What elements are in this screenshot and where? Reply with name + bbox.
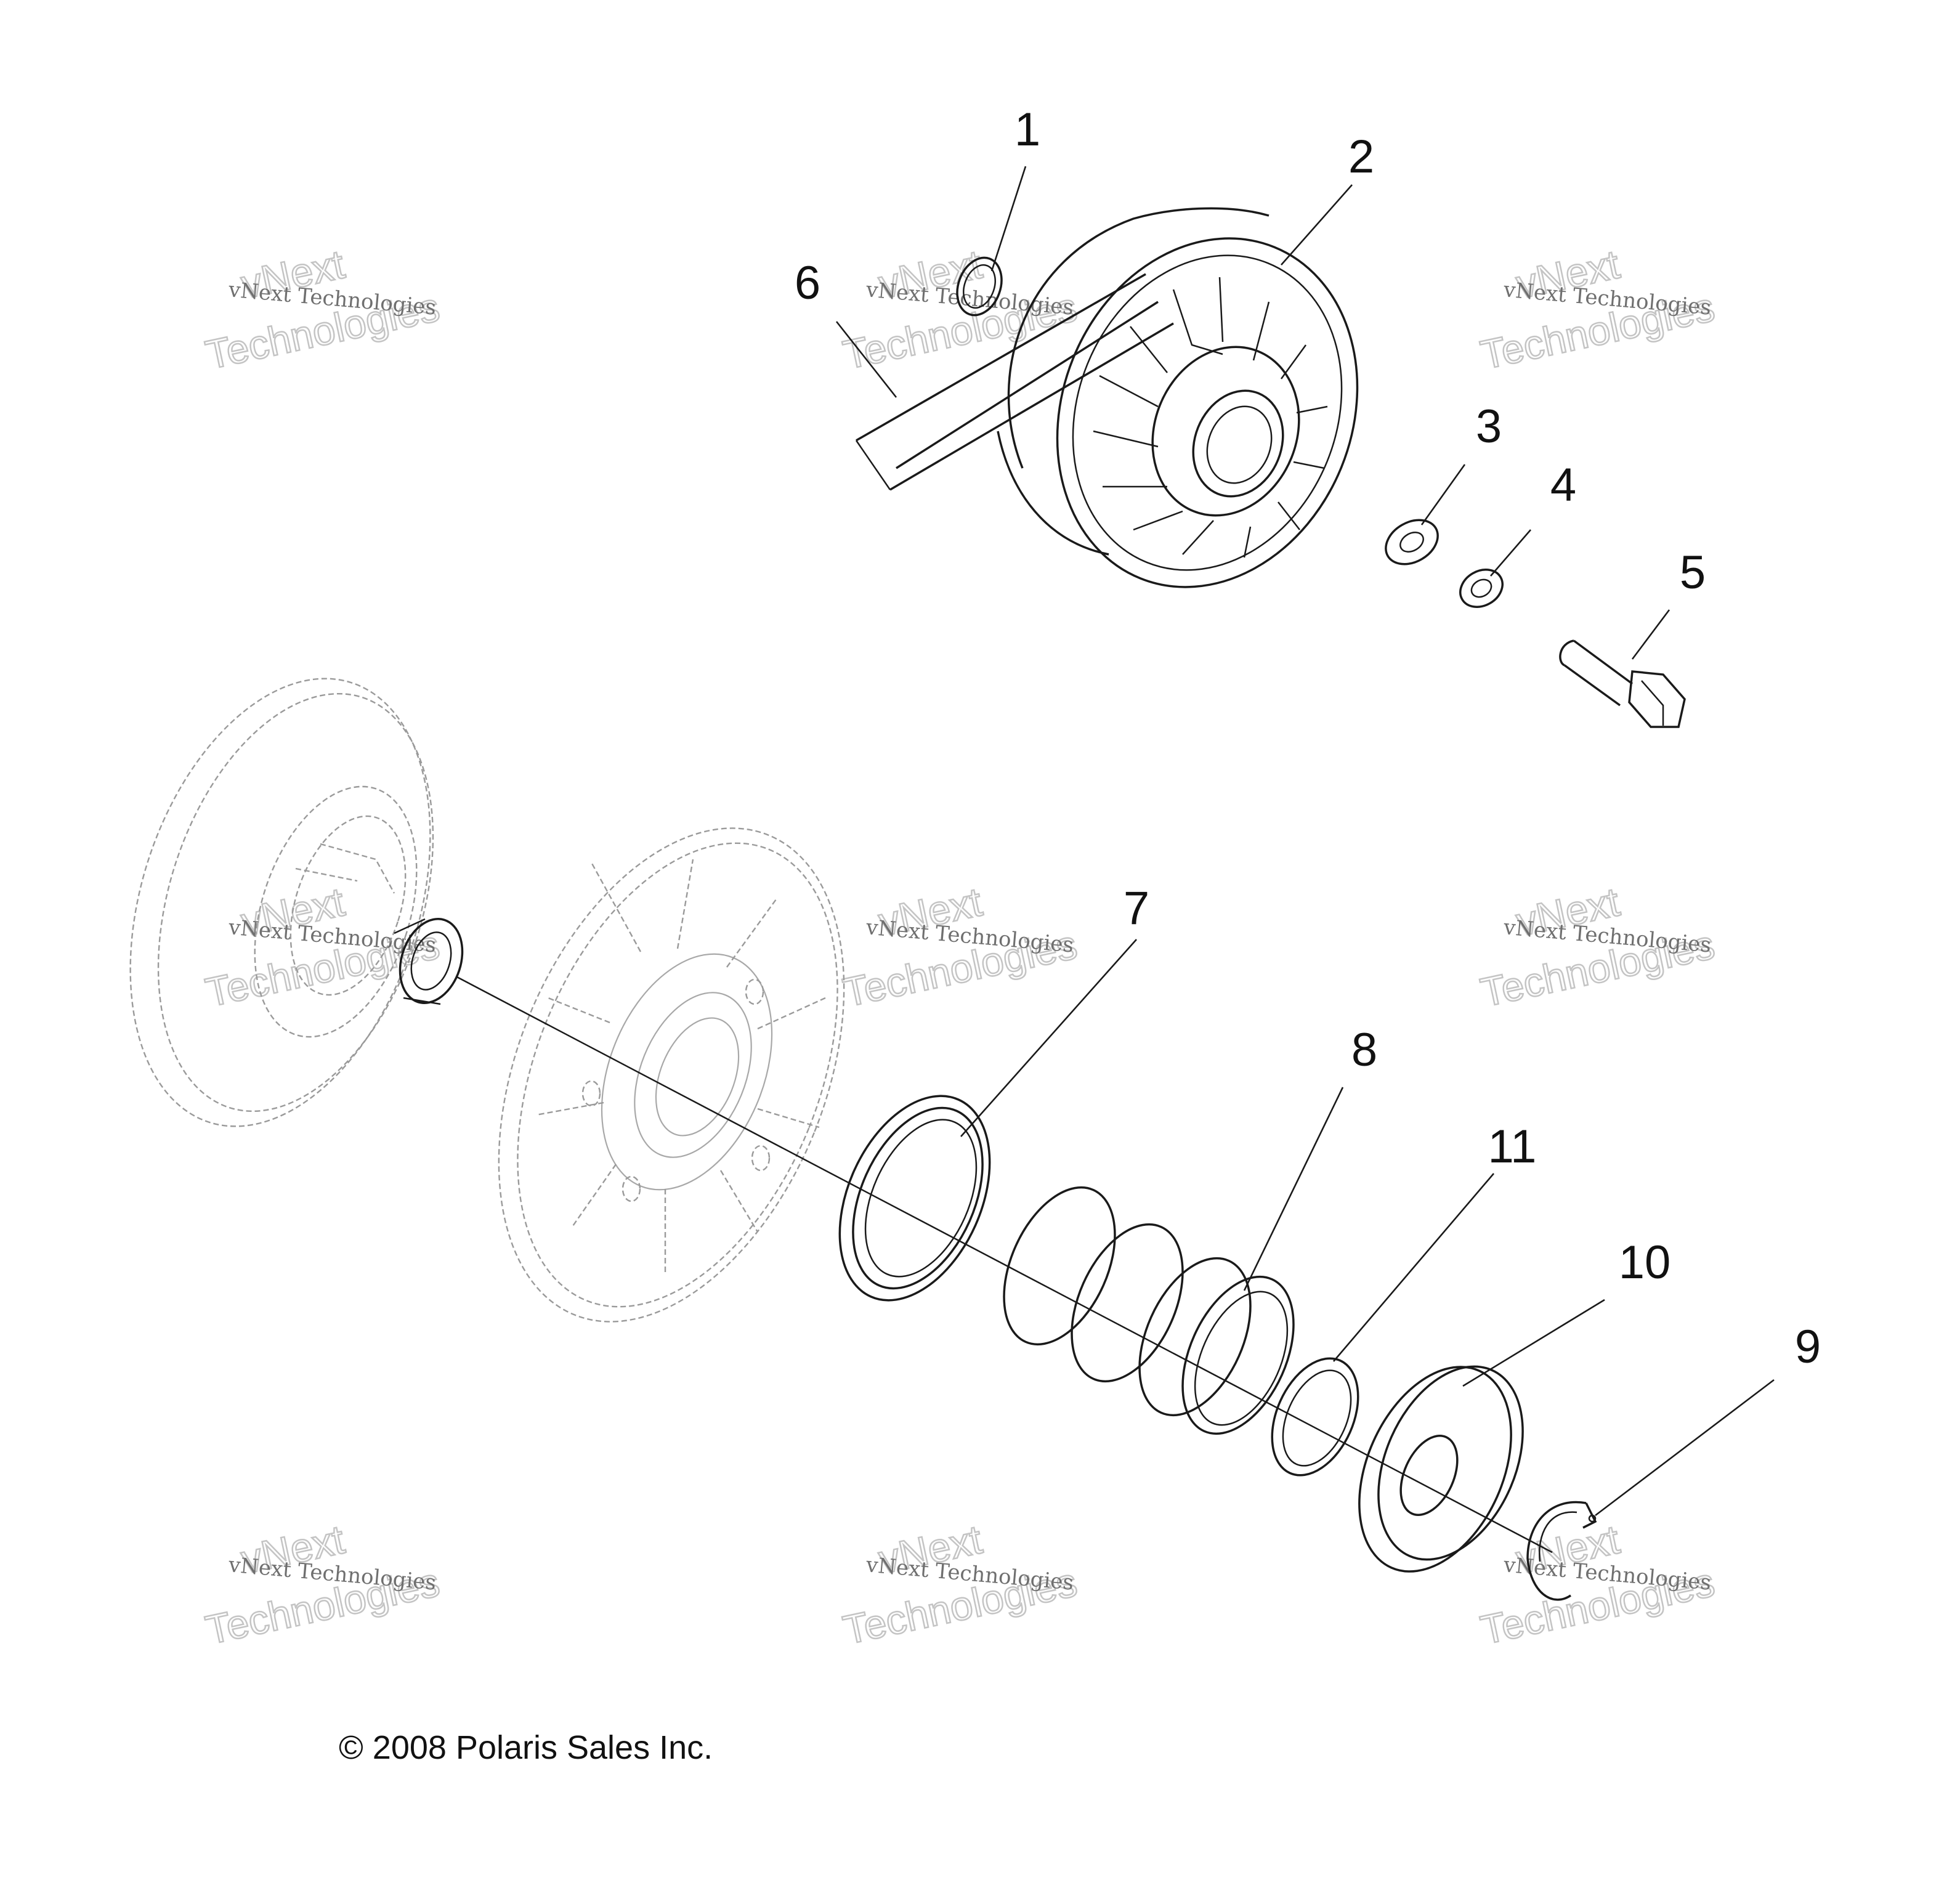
copyright-notice: © 2008 Polaris Sales Inc. [339, 1729, 713, 1766]
callout-6: 6 [795, 257, 820, 309]
callout-1: 1 [1014, 103, 1040, 156]
part-7-seal [838, 1095, 991, 1302]
ghost-sheave-rear [129, 678, 434, 1127]
callout-2: 2 [1348, 131, 1374, 183]
leader-lines [835, 166, 1775, 1517]
callout-5: 5 [1680, 546, 1706, 599]
callout-7: 7 [1124, 882, 1149, 934]
part-1-ring [956, 256, 1003, 317]
shaft-axis [455, 975, 1553, 1554]
callout-11: 11 [1488, 1121, 1537, 1173]
callout-8: 8 [1351, 1024, 1377, 1076]
callout-10: 10 [1619, 1236, 1671, 1289]
part-11-ring [1271, 1357, 1359, 1477]
clutch-drum [997, 207, 1359, 588]
part-4-lockwasher [1459, 569, 1504, 608]
part-8-spring [1003, 1186, 1295, 1435]
callout-numbers: 1 2 3 4 5 6 7 8 9 10 11 [795, 103, 1821, 1373]
watermark-grid: Technologies vNext vNext Technologies Te… [201, 240, 1719, 1653]
part-9-snapring [1526, 1501, 1597, 1601]
part-3-washer [1385, 519, 1439, 565]
ghost-sheave-front [498, 827, 845, 1323]
callout-9: 9 [1795, 1321, 1821, 1373]
shaft-collar [394, 918, 464, 1005]
callout-3: 3 [1476, 400, 1502, 453]
part-5-bolt [1559, 639, 1686, 728]
part-10-washer [1358, 1365, 1524, 1573]
callout-4: 4 [1550, 459, 1576, 511]
drive-belt [855, 273, 1174, 491]
